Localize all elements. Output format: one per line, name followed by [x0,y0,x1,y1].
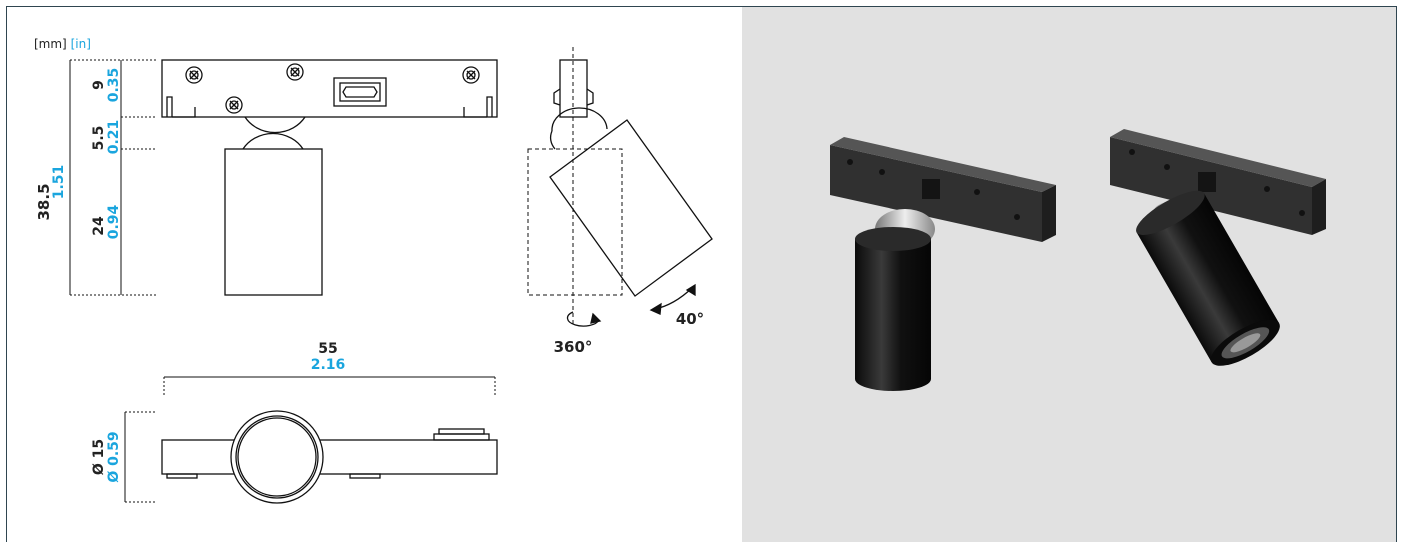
screw-icon [185,66,203,84]
adapter-top [161,439,498,475]
rotation-angle: 360° [554,338,593,356]
connector-icon [333,77,387,107]
front-view [161,59,498,296]
tilted-body [549,119,713,297]
total-height-in: 1.51 [51,165,67,200]
side-view [527,47,713,327]
circular-arrow-icon [566,311,600,327]
dimension-lines [69,59,496,503]
upright-position [527,148,623,296]
length-in: 2.16 [311,357,346,373]
diameter-in: Ø 0.59 [106,431,122,482]
tilt-angle: 40° [676,310,704,328]
joint [244,116,306,134]
joint-height-in: 0.21 [106,120,122,155]
unit-in: [in] [70,37,91,51]
unit-mm: [mm] [34,37,67,51]
render-scene [830,129,1326,391]
track-adapter [161,59,498,118]
screw-icon [225,96,243,114]
top-view [161,410,498,504]
joint-height-mm: 5.5 [91,126,107,151]
adapter-height-in: 0.35 [106,68,122,103]
adapter-height-mm: 9 [91,80,107,90]
length-mm: 55 [318,341,337,357]
body-height-in: 0.94 [106,204,122,239]
spot-body [224,148,323,296]
product-render-straight [830,137,1056,391]
screw-icon [286,63,304,81]
product-renders [742,7,1396,542]
unit-legend: [mm] [in] [34,37,91,51]
diameter-mm: Ø 15 [91,439,107,475]
product-render-tilted [1110,129,1326,366]
technical-drawing: 38.5 1.51 9 0.35 5.5 0.21 24 0.94 55 2.1… [35,47,713,504]
screw-icon [462,66,480,84]
product-sheet: [mm] [in] [6,6,1397,542]
total-height-mm: 38.5 [35,183,53,220]
body-height-mm: 24 [91,216,107,236]
